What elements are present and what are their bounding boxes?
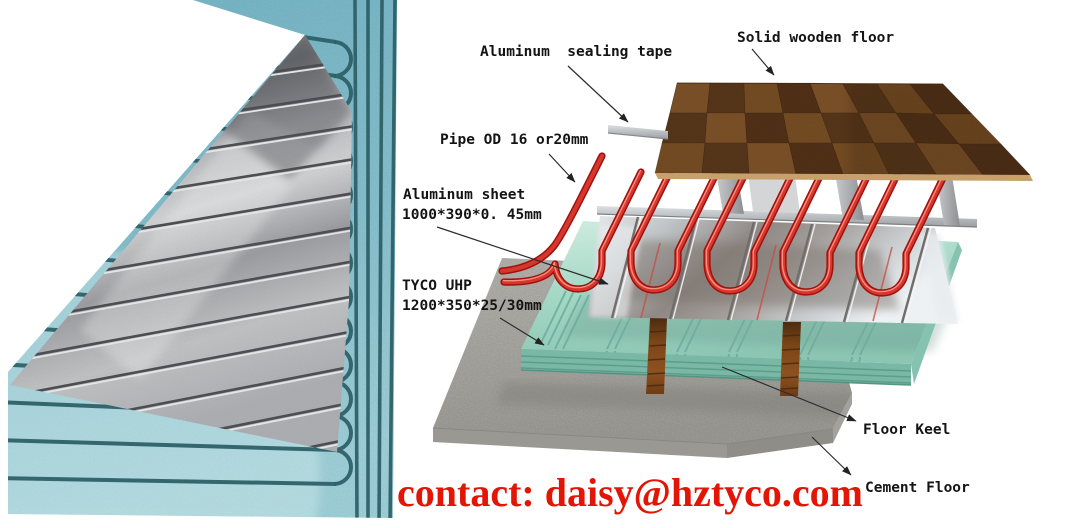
arrow-aluminum-sheet bbox=[436, 226, 609, 285]
arrow-wooden-floor bbox=[751, 48, 775, 76]
arrow-floor-keel bbox=[721, 366, 857, 422]
arrow-sealing-tape bbox=[567, 65, 629, 123]
label-aluminum-sheet-size: 1000*390*0. 45mm bbox=[402, 207, 542, 223]
product-photo bbox=[8, 0, 397, 518]
label-aluminum-sheet: Aluminum sheet bbox=[403, 187, 526, 203]
arrow-pipe bbox=[548, 153, 576, 183]
label-pipe: Pipe OD 16 or20mm bbox=[440, 132, 589, 148]
label-uhp-size: 1200*350*25/30mm bbox=[402, 298, 542, 314]
label-sealing-tape: Aluminum sealing tape bbox=[480, 44, 673, 60]
arrow-cement-floor bbox=[811, 436, 852, 476]
heating-pipe bbox=[498, 152, 949, 297]
exploded-diagram bbox=[432, 48, 1033, 476]
contact-email-text: contact: daisy@hztyco.com bbox=[397, 470, 863, 515]
sealing-tape bbox=[607, 125, 669, 140]
wooden-floor-layer bbox=[654, 82, 1033, 181]
photo-vertical-grooves bbox=[353, 0, 397, 518]
label-uhp: TYCO UHP bbox=[402, 278, 472, 294]
leader-lines bbox=[436, 48, 857, 476]
arrow-uhp bbox=[499, 317, 545, 346]
label-wooden-floor: Solid wooden floor bbox=[737, 30, 895, 46]
label-cement-floor: Cement Floor bbox=[865, 480, 970, 496]
floor-keel bbox=[646, 318, 801, 396]
label-floor-keel: Floor Keel bbox=[863, 422, 951, 438]
aluminum-edge-strip bbox=[597, 206, 977, 227]
